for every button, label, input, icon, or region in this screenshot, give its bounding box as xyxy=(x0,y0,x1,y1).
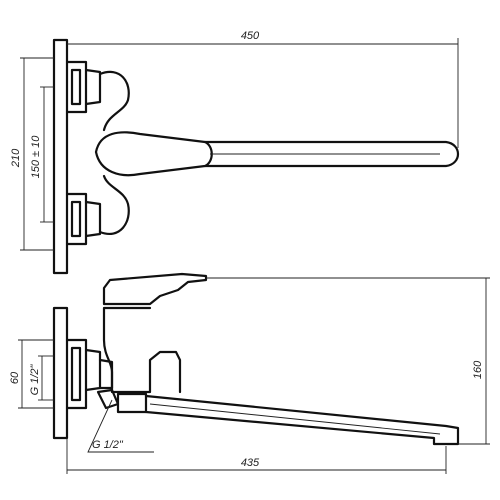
dim-60-label: 60 xyxy=(9,371,21,384)
side-lever xyxy=(102,272,208,306)
dim-outlet-thread-label: G 1/2" xyxy=(92,439,124,451)
top-wall-plate xyxy=(52,38,69,275)
dim-450-label: 450 xyxy=(241,30,260,42)
dim-inlet-thread-label: G 1/2" xyxy=(29,364,41,396)
top-spout xyxy=(203,140,460,168)
top-view: 450 210 150 ± 10 xyxy=(10,30,460,275)
top-upper-flange xyxy=(65,60,88,114)
side-view: 160 435 60 G 1/2" G 1/2" xyxy=(9,272,490,474)
top-lower-connector xyxy=(98,174,130,235)
side-mixer-body xyxy=(102,306,182,394)
dim-160-label: 160 xyxy=(472,360,484,379)
side-wall-plate xyxy=(52,306,69,440)
side-flange xyxy=(65,338,88,410)
top-upper-connector xyxy=(98,70,130,132)
side-swivel xyxy=(116,392,148,414)
dim-435-label: 435 xyxy=(241,457,260,469)
top-lower-flange xyxy=(65,192,88,246)
top-upper-nut xyxy=(84,68,102,106)
dim-150-label: 150 ± 10 xyxy=(30,135,42,179)
side-spout-inner xyxy=(149,403,441,435)
top-body xyxy=(94,131,213,177)
dim-210-label: 210 xyxy=(10,148,22,168)
top-lower-nut xyxy=(84,200,102,238)
dim-outlet-thread-leader xyxy=(87,399,154,453)
side-nut xyxy=(84,348,102,392)
